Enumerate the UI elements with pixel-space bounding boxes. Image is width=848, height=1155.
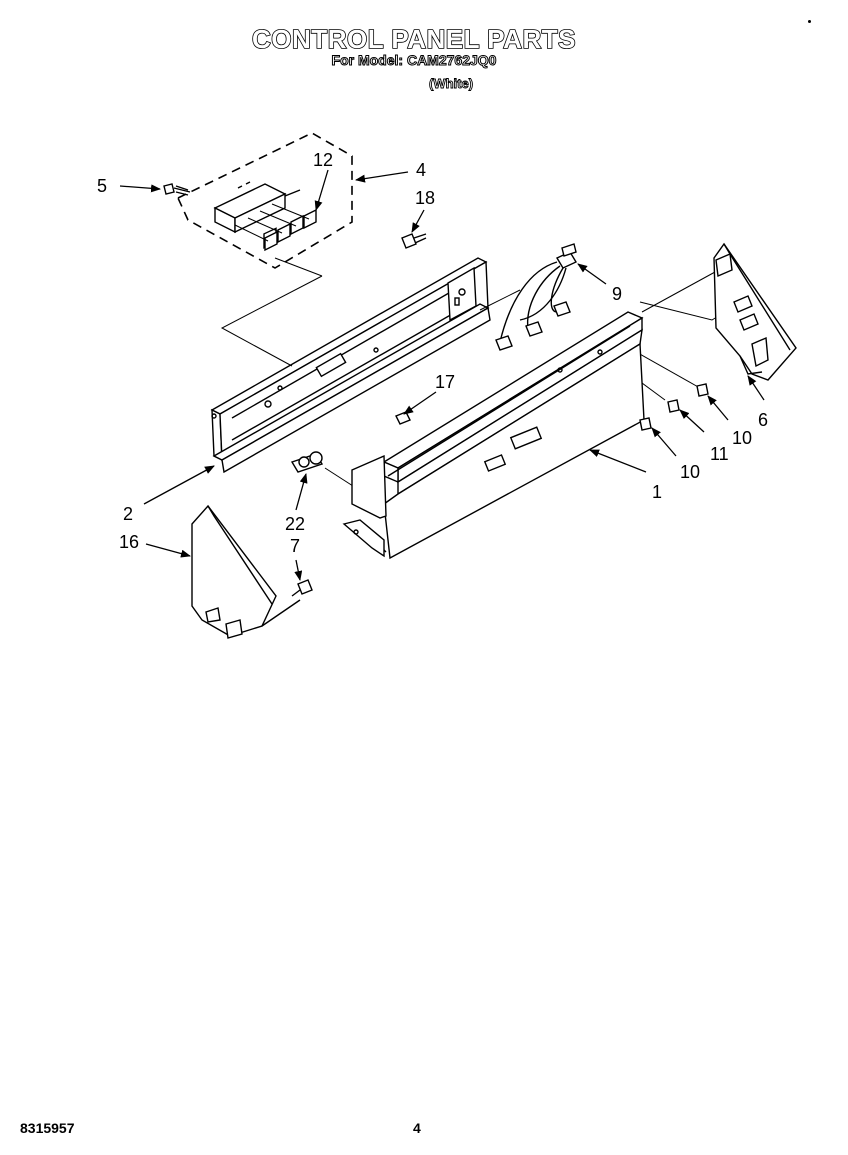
callout-18: 18 <box>415 188 435 208</box>
document-number: 8315957 <box>20 1120 75 1136</box>
page-title: CONTROL PANEL PARTS <box>251 23 576 55</box>
callout-17: 17 <box>435 372 455 392</box>
control-panel-console-part <box>342 311 645 560</box>
control-panel-bracket-part <box>210 257 491 474</box>
page-number: 4 <box>413 1120 421 1136</box>
clip-22-part <box>290 451 324 473</box>
corner-mark <box>808 20 811 23</box>
switch-assembly-dashed-box <box>176 132 353 277</box>
screw-5-part <box>163 183 191 196</box>
model-subtitle: For Model: CAM2762JQ0 <box>331 52 497 69</box>
callout-5: 5 <box>97 176 107 196</box>
callout-10-upper: 10 <box>732 428 752 448</box>
callout-7: 7 <box>290 536 300 556</box>
callout-2: 2 <box>123 504 133 524</box>
screw-7-part <box>291 579 313 597</box>
wire-harness-9-part <box>495 243 578 351</box>
callout-11: 11 <box>710 444 729 464</box>
callout-10-lower: 10 <box>680 462 700 482</box>
callout-arrows <box>119 169 765 581</box>
callout-labels: 5 12 4 18 9 17 10 6 11 10 1 2 22 16 7 <box>97 150 768 556</box>
callout-12: 12 <box>313 150 333 170</box>
clip-17-part <box>395 411 411 425</box>
left-end-cap-part <box>191 504 301 639</box>
callout-4: 4 <box>416 160 426 180</box>
screw-18-part <box>401 233 427 249</box>
right-end-cap-part <box>713 242 797 381</box>
callout-6: 6 <box>758 410 768 430</box>
screws-10-11-parts <box>639 383 709 431</box>
color-note: (White) <box>429 76 474 92</box>
callout-9: 9 <box>612 284 622 304</box>
callout-22: 22 <box>285 514 305 534</box>
push-button-switch-part <box>213 181 317 252</box>
callout-1: 1 <box>652 482 662 502</box>
callout-16: 16 <box>119 532 139 552</box>
